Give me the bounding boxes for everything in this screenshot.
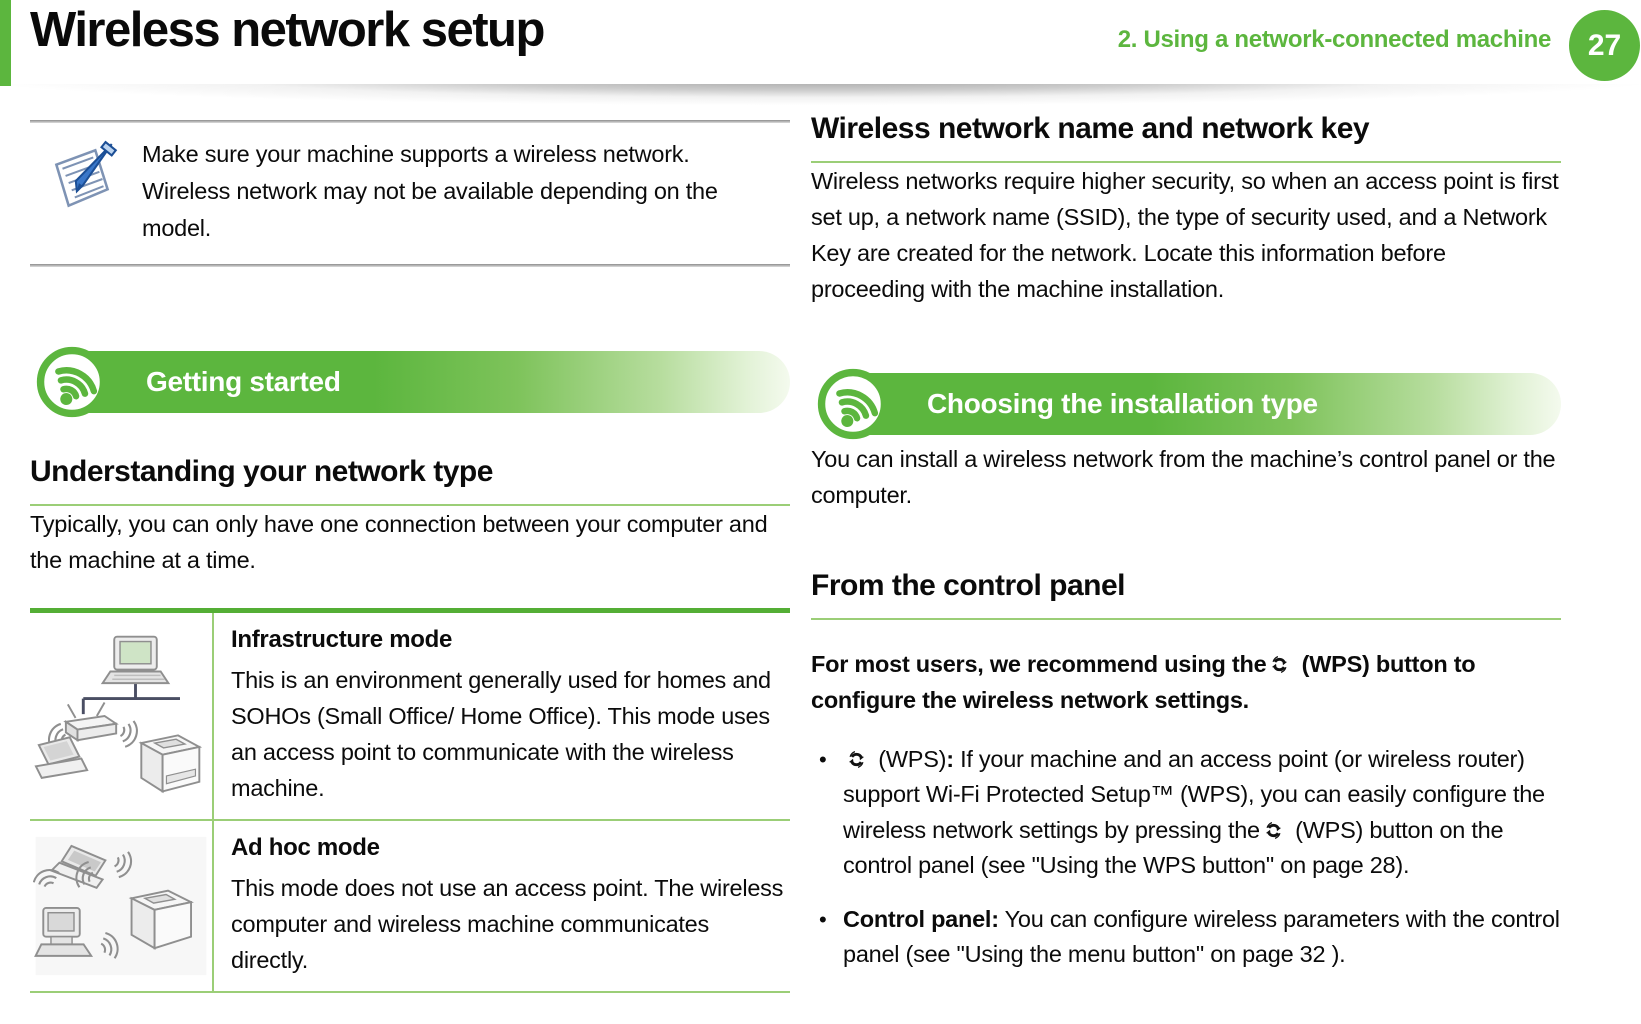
bullet-marker: • <box>819 906 827 932</box>
wifi-icon <box>816 367 890 441</box>
ad-hoc-network-illustration <box>33 836 207 976</box>
mode-title: Infrastructure mode <box>231 626 453 653</box>
control-panel-options-list: • (WPS): If your machine and an access p… <box>811 742 1561 973</box>
section-banner-getting-started: Getting started <box>30 345 790 419</box>
mode-description-cell: Ad hoc mode This mode does not use an ac… <box>212 821 790 991</box>
mode-description-cell: Infrastructure mode This is an environme… <box>212 613 790 819</box>
chapter-label: 2. Using a network-connected machine <box>1117 26 1552 53</box>
mode-title: Ad hoc mode <box>231 834 380 861</box>
wifi-icon <box>35 345 109 419</box>
section-banner-installation-type: Choosing the installation type <box>811 367 1561 441</box>
header-accent-bar <box>0 0 11 86</box>
heading-network-key: Wireless network name and network key <box>811 112 1561 163</box>
infrastructure-illustration-cell <box>30 613 212 819</box>
banner-label: Getting started <box>146 366 341 397</box>
wps-icon <box>1262 819 1285 842</box>
network-key-paragraph: Wireless networks require higher securit… <box>811 168 1559 302</box>
list-item: • Control panel: You can configure wirel… <box>811 902 1561 973</box>
right-column: Wireless network name and network key Wi… <box>811 86 1561 993</box>
bullet-marker: • <box>819 746 827 772</box>
wps-icon <box>1268 653 1291 676</box>
recommend-text: For most users, we recommend using the <box>811 651 1267 677</box>
intro-paragraph: Typically, you can only have one connect… <box>30 511 768 573</box>
banner-bar: Choosing the installation type <box>853 373 1561 435</box>
mode-description: This mode does not use an access point. … <box>231 875 784 973</box>
note-box: Make sure your machine supports a wirele… <box>30 120 790 267</box>
adhoc-illustration-cell <box>30 821 212 991</box>
table-row: Ad hoc mode This mode does not use an ac… <box>30 819 790 991</box>
mode-description: This is an environment generally used fo… <box>231 667 771 801</box>
list-item: • (WPS): If your machine and an access p… <box>811 742 1561 884</box>
page-body: Make sure your machine supports a wirele… <box>0 86 1641 993</box>
heading-network-type: Understanding your network type <box>30 455 790 506</box>
banner-label: Choosing the installation type <box>927 388 1318 419</box>
install-paragraph: You can install a wireless network from … <box>811 446 1556 508</box>
note-icon <box>54 140 118 208</box>
table-row: Infrastructure mode This is an environme… <box>30 613 790 819</box>
left-column: Make sure your machine supports a wirele… <box>30 86 790 993</box>
network-modes-table: Infrastructure mode This is an environme… <box>30 608 790 993</box>
control-panel-bullet-text: Control panel: You can configure wireles… <box>843 905 1560 968</box>
heading-control-panel: From the control panel <box>811 569 1561 620</box>
wps-icon <box>845 748 868 771</box>
page-number-badge: 27 <box>1569 10 1640 81</box>
recommend-paragraph: For most users, we recommend using the (… <box>811 646 1561 718</box>
page-header: Wireless network setup 2. Using a networ… <box>0 0 1641 108</box>
header-shadow <box>0 84 1641 108</box>
infrastructure-network-illustration <box>34 635 203 794</box>
note-text: Make sure your machine supports a wirele… <box>142 141 718 241</box>
banner-bar: Getting started <box>72 351 790 413</box>
recommend-text: (WPS) button to configure the wireless n… <box>811 651 1476 713</box>
wps-bullet-text: (WPS): If your machine and an access poi… <box>843 745 1545 879</box>
page-title: Wireless network setup <box>30 3 545 57</box>
